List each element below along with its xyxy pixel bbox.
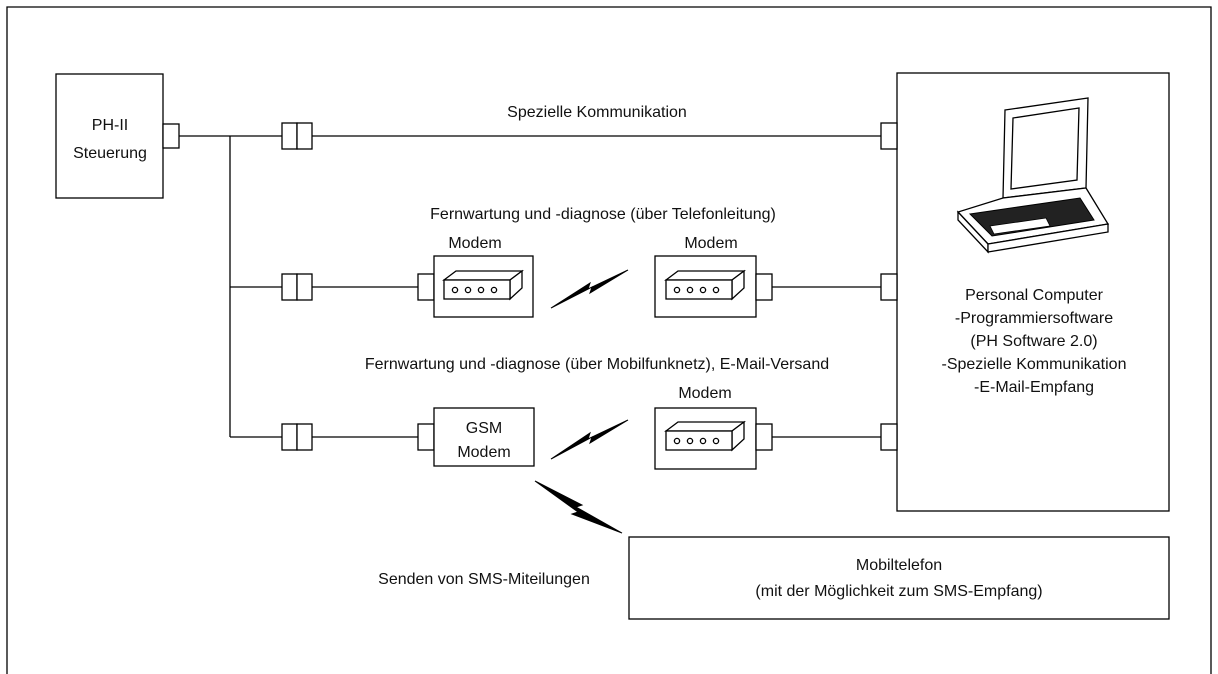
- pc-box: Personal Computer -Programmiersoftware (…: [880, 72, 1170, 512]
- modem-device-icon: [442, 269, 524, 301]
- connector-telephone: [281, 273, 313, 301]
- modem-right: Modem: [654, 235, 773, 318]
- pc-label-line3: (PH Software 2.0): [970, 333, 1097, 350]
- pc-label-line1: Personal Computer: [965, 287, 1104, 304]
- mobile-phone-box: Mobiltelefon (mit der Möglichkeit zum SM…: [628, 536, 1170, 620]
- controller-label-line1: PH-II: [92, 117, 128, 134]
- pc-label-line5: -E-Mail-Empfang: [974, 379, 1094, 396]
- modem-device-icon: [664, 269, 746, 301]
- wireless-link-telephone: [550, 269, 629, 309]
- gsm-modem-label-line1: GSM: [466, 420, 502, 437]
- modem-left-label: Modem: [448, 235, 501, 252]
- controller-port: [162, 123, 180, 149]
- controller-label-line2: Steuerung: [73, 145, 147, 162]
- diagram-frame: [6, 6, 1212, 674]
- gsm-modem-label-line2: Modem: [457, 444, 510, 461]
- wireless-link-sms: [534, 480, 623, 534]
- controller-bus: [179, 135, 282, 438]
- pc-label-line4: -Spezielle Kommunikation: [942, 356, 1127, 373]
- modem-device-icon: [664, 420, 746, 452]
- modem-left: Modem: [417, 235, 534, 318]
- gsm-modem: GSM Modem: [417, 407, 535, 467]
- modem-pc-side-label: Modem: [678, 385, 731, 402]
- mobile-link-label: Fernwartung und -diagnose (über Mobilfun…: [365, 356, 829, 373]
- phone-label-line2: (mit der Möglichkeit zum SMS-Empfang): [755, 583, 1042, 600]
- laptop-icon: [956, 97, 1110, 254]
- sms-link-label: Senden von SMS-Miteilungen: [378, 571, 590, 588]
- connector-mobile: [281, 423, 313, 451]
- pc-label-line2: -Programmiersoftware: [955, 310, 1113, 327]
- modem-right-label: Modem: [684, 235, 737, 252]
- connector-special: [281, 122, 313, 150]
- telephone-link-label: Fernwartung und -diagnose (über Telefonl…: [430, 206, 776, 223]
- phone-label-line1: Mobiltelefon: [856, 557, 942, 574]
- modem-pc-side: Modem: [654, 385, 773, 470]
- controller-box: PH-II Steuerung: [55, 73, 180, 199]
- wireless-link-mobile: [550, 419, 629, 460]
- special-comm-label: Spezielle Kommunikation: [507, 104, 687, 121]
